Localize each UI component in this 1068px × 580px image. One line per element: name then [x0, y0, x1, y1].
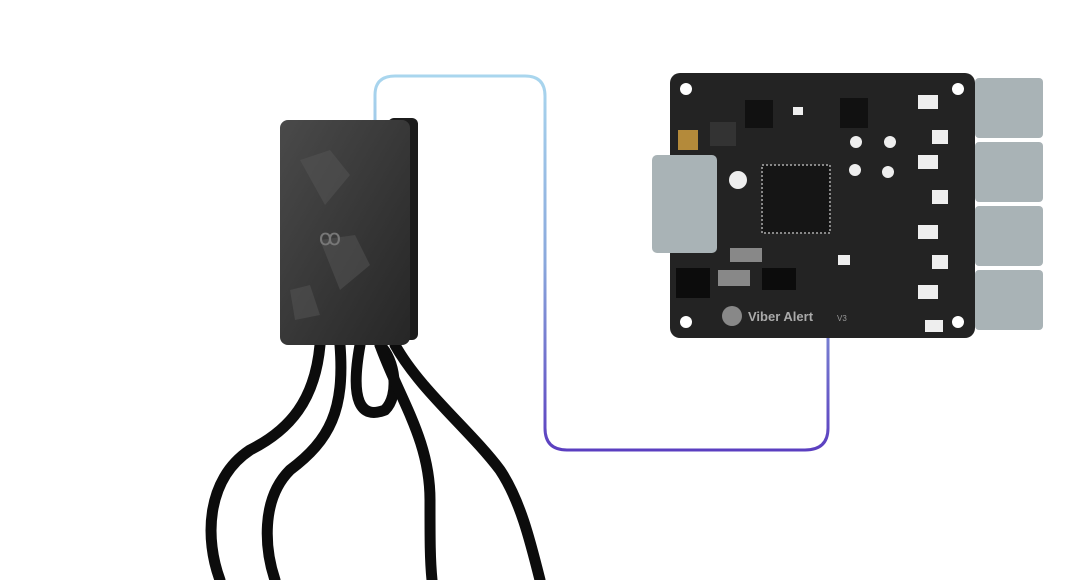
sensor-logo-icon: ꝏ [319, 225, 341, 250]
viber-alert-board: Viber Alert V3 [652, 73, 1043, 338]
microcontroller-chip [761, 164, 831, 234]
brand-logo-icon [722, 306, 742, 326]
sensor-module: ꝏ [280, 118, 418, 345]
board-version-label: V3 [837, 314, 847, 323]
sensor-wires [205, 339, 546, 580]
right-connectors [975, 78, 1043, 330]
data-cable [373, 74, 830, 452]
left-connector [652, 155, 717, 253]
board-brand-label: Viber Alert [748, 309, 814, 324]
